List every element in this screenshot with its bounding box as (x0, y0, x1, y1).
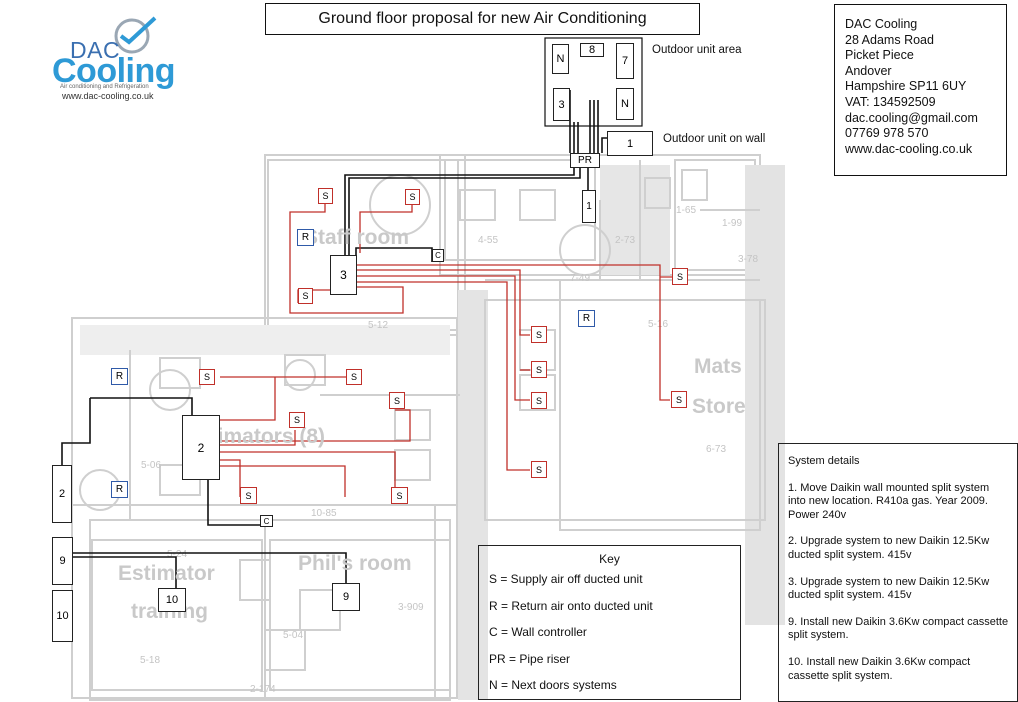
key-item-supply: S = Supply air off ducted unit (489, 572, 643, 586)
supply-grille: S (391, 487, 408, 504)
address-line: www.dac-cooling.co.uk (845, 141, 973, 156)
ducted-unit-3: 3 (330, 255, 357, 295)
room-label-estimator: Estimator (118, 562, 215, 585)
outdoor-unit-3: 3 (553, 88, 570, 121)
faded-dims: 4-55 7-49 5-12 5-16 5-06 10-85 6-73 3-78… (140, 205, 758, 695)
svg-text:5-04: 5-04 (283, 630, 303, 641)
supply-grille: S (240, 487, 257, 504)
supply-grille: S (531, 326, 547, 343)
cassette-unit-10: 10 (158, 588, 186, 612)
next-door-unit-n-2: N (616, 88, 634, 120)
supply-grille: S (318, 188, 333, 204)
address-line: DAC Cooling (845, 17, 918, 31)
supply-grille: S (672, 268, 688, 285)
supply-grille: S (531, 392, 547, 409)
supply-grille: S (389, 392, 405, 409)
room-label-mats: Mats (694, 355, 742, 378)
indoor-unit-1: 1 (582, 190, 596, 223)
wall-controller: C (260, 515, 273, 527)
outdoor-area-label: Outdoor unit area (652, 44, 742, 56)
logo-brand-top: DAC (70, 37, 121, 63)
system-detail-item: 9. Install new Daikin 3.6Kw compact cass… (788, 615, 1009, 642)
address-line: dac.cooling@gmail.com (845, 110, 978, 125)
room-label-staff: Staff room (304, 226, 409, 249)
outdoor-unit-9: 9 (52, 537, 73, 585)
supply-grille: S (531, 361, 547, 378)
wall-controller: C (432, 249, 444, 262)
supply-grille: S (298, 288, 313, 304)
logo-tagline: Air conditioning and Refrigeration (60, 84, 149, 90)
svg-text:3-909: 3-909 (398, 602, 424, 613)
svg-text:2-73: 2-73 (615, 235, 635, 246)
supply-grille: S (199, 369, 215, 385)
svg-text:5-06: 5-06 (141, 460, 161, 471)
key-item-next-door: N = Next doors systems (489, 678, 617, 692)
supply-grille: S (671, 391, 687, 408)
svg-text:4-55: 4-55 (478, 235, 498, 246)
outdoor-unit-1: 1 (607, 131, 653, 156)
system-detail-item: 3. Upgrade system to new Daikin 12.5Kw d… (788, 575, 990, 602)
outdoor-unit-7: 7 (616, 43, 634, 79)
svg-text:1-65: 1-65 (676, 205, 696, 216)
svg-text:5-18: 5-18 (140, 655, 160, 666)
address-line: Andover (845, 63, 892, 78)
system-details: System details 1. Move Daikin wall mount… (778, 443, 1018, 702)
indoor-unit-2-outdoor: 2 (52, 465, 72, 523)
company-address: DAC Cooling 28 Adams Road Picket Piece A… (834, 4, 1007, 176)
svg-text:10-85: 10-85 (311, 508, 337, 519)
svg-text:3-78: 3-78 (738, 254, 758, 265)
key-heading: Key (599, 552, 620, 566)
svg-text:5-24: 5-24 (167, 549, 187, 560)
cassette-unit-9: 9 (332, 583, 360, 611)
svg-text:6-73: 6-73 (706, 444, 726, 455)
svg-text:7-49: 7-49 (570, 273, 590, 284)
room-label-estimators: Estimators (8) (185, 425, 326, 448)
supply-grille: S (405, 189, 420, 205)
legend-key: Key S = Supply air off ducted unit R = R… (478, 545, 741, 700)
address-line: 07769 978 570 (845, 126, 929, 141)
supply-grille: S (289, 412, 305, 428)
room-label-store: Store (692, 395, 746, 418)
room-label-phils: Phil's room (298, 552, 412, 575)
refrigerant-pipes (61, 90, 607, 588)
outdoor-wall-label: Outdoor unit on wall (663, 133, 766, 145)
next-door-unit-n: N (552, 44, 569, 74)
logo-brand-main: Cooling (52, 52, 176, 90)
system-detail-item: 1. Move Daikin wall mounted split system… (788, 481, 990, 521)
key-item-controller: C = Wall controller (489, 625, 587, 639)
key-item-return: R = Return air onto ducted unit (489, 599, 653, 613)
company-logo (52, 12, 172, 102)
return-grille: R (297, 229, 314, 246)
page-title: Ground floor proposal for new Air Condit… (265, 3, 700, 35)
address-line: Picket Piece (845, 48, 914, 63)
key-item-riser: PR = Pipe riser (489, 652, 571, 666)
svg-text:5-16: 5-16 (648, 319, 668, 330)
pipe-riser: PR (570, 153, 600, 168)
outdoor-unit-10: 10 (52, 590, 73, 642)
system-details-heading: System details (788, 455, 860, 467)
system-detail-item: 10. Install new Daikin 3.6Kw compact cas… (788, 655, 971, 682)
address-line: 28 Adams Road (845, 32, 934, 47)
supply-ducts (220, 204, 680, 497)
outdoor-unit-8: 8 (580, 43, 604, 57)
return-grille: R (111, 481, 128, 498)
supply-grille: S (531, 461, 547, 478)
svg-text:5-12: 5-12 (368, 320, 388, 331)
svg-text:2-174: 2-174 (250, 684, 276, 695)
return-grille: R (111, 368, 128, 385)
address-line: VAT: 134592509 (845, 94, 936, 109)
logo-swoosh-icon (114, 16, 157, 54)
system-detail-item: 2. Upgrade system to new Daikin 12.5Kw d… (788, 535, 990, 561)
return-grille: R (578, 310, 595, 327)
address-line: Hampshire SP11 6UY (845, 79, 967, 94)
supply-grille: S (346, 369, 362, 385)
logo-website: www.dac-cooling.co.uk (62, 91, 154, 101)
svg-text:1-99: 1-99 (722, 218, 742, 229)
ducted-unit-2: 2 (182, 415, 220, 480)
